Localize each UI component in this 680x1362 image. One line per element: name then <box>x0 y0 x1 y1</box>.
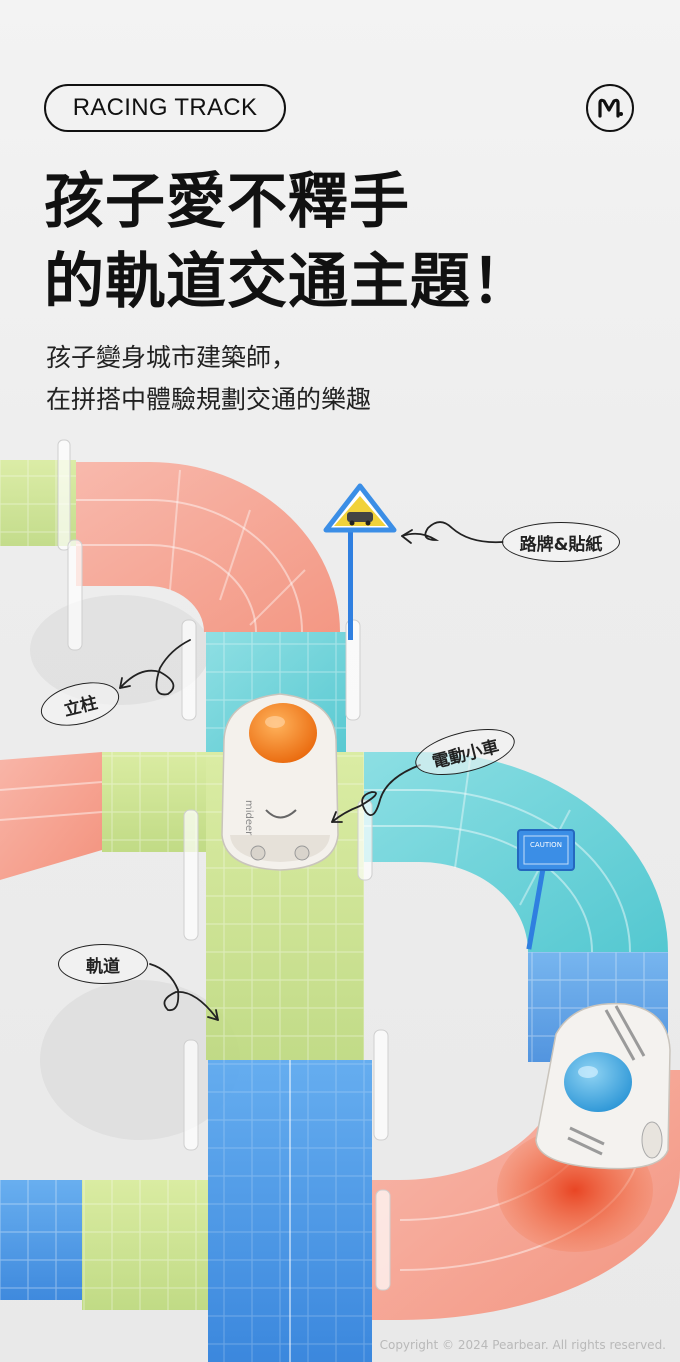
callout-track: 軌道 <box>58 944 148 984</box>
track-tile-green-bottom <box>82 1180 208 1310</box>
car-orange: mideer <box>221 693 339 871</box>
track-curve-pink-top <box>76 462 340 633</box>
track-tile-blue-bottom-left <box>0 1180 82 1300</box>
copyright-notice: Copyright © 2024 Pearbear. All rights re… <box>379 1338 666 1352</box>
racing-track-tag: RACING TRACK <box>44 84 286 132</box>
road-sign-caution: CAUTION <box>517 829 575 950</box>
subtitle-line-2: 在拼搭中體驗規劃交通的樂趣 <box>46 385 372 414</box>
headline-line-1: 孩子愛不釋手 <box>44 167 410 237</box>
track-curve-cyan-right <box>364 752 668 953</box>
callout-pillar-text: 立柱 <box>61 692 100 721</box>
racing-track-tag-text: RACING TRACK <box>72 94 258 121</box>
callout-arrows <box>119 521 504 1021</box>
car-white <box>535 1002 671 1170</box>
callout-sign-sticker-text: 路牌&貼紙 <box>519 534 603 555</box>
track-curve-pink-left <box>0 752 103 880</box>
brand-logo-icon <box>586 84 634 132</box>
callout-track-text: 軌道 <box>86 956 120 977</box>
headline-line-2: 的軌道交通主題！ <box>44 247 532 317</box>
pillars <box>57 439 391 1291</box>
subtitle-line-1: 孩子變身城市建築師， <box>46 343 297 372</box>
callout-sign-sticker: 路牌&貼紙 <box>502 522 620 562</box>
road-sign-triangle <box>323 483 397 640</box>
car-brand-text: mideer <box>243 800 254 836</box>
caution-text: CAUTION <box>530 841 562 849</box>
track-straight-blue-center <box>208 1060 372 1362</box>
